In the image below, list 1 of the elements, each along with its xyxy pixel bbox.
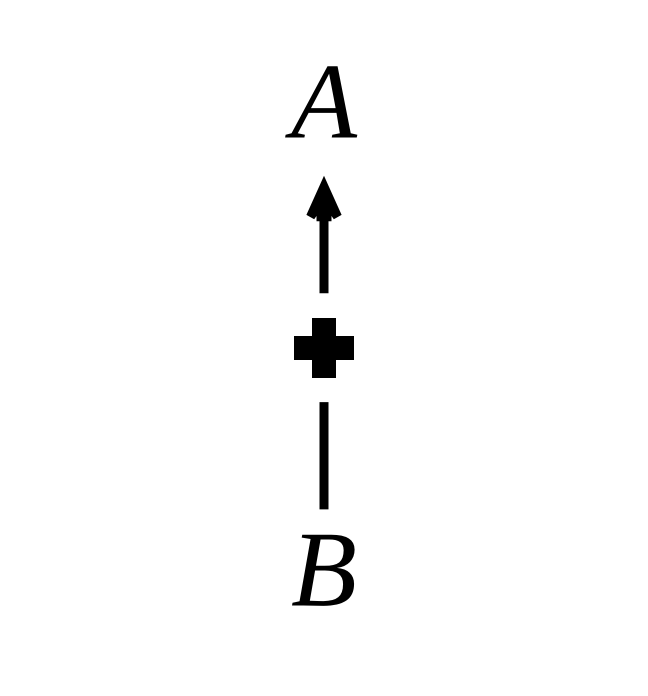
node-text: B — [291, 510, 357, 630]
